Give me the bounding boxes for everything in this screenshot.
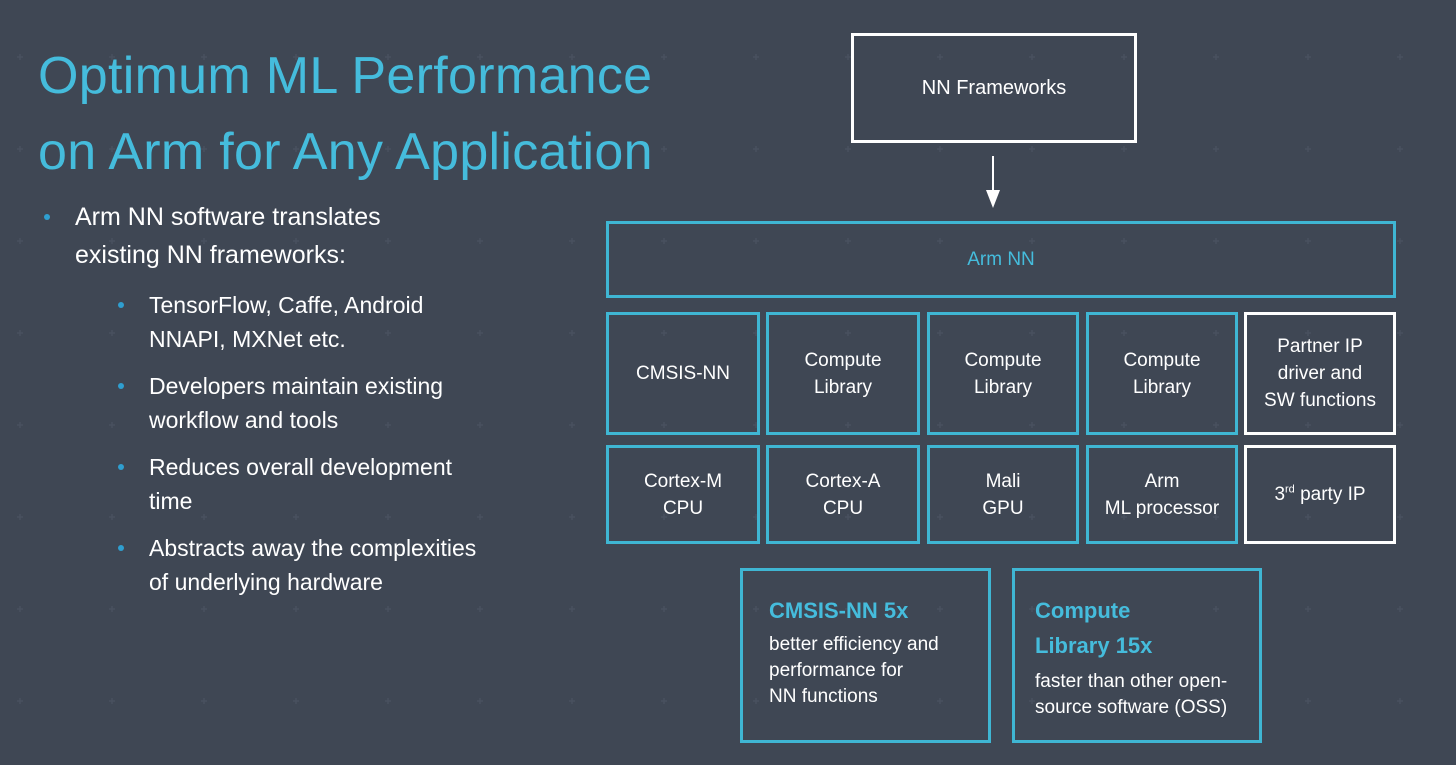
callout-line: NN functions	[769, 686, 878, 707]
callout-heading-line: Compute	[1035, 598, 1131, 623]
box-label: Cortex-A	[805, 470, 881, 492]
callout-line: source software (OSS)	[1035, 697, 1228, 718]
arm-nn-box: Arm NN	[606, 221, 1396, 298]
bullet-list: Arm NN software translates existing NN f…	[40, 198, 560, 612]
cortex-m-box: Cortex-M CPU	[606, 445, 760, 544]
cmsis-nn-performance-callout: CMSIS-NN 5x better efficiency and perfor…	[740, 568, 991, 743]
box-label: ML processor	[1104, 497, 1220, 519]
bullet-dot-icon	[118, 464, 124, 470]
box-label: NN Frameworks	[921, 76, 1067, 99]
callout-heading: CMSIS-NN 5x	[769, 598, 909, 623]
sub-bullet-abstracts: Abstracts away the complexities of under…	[40, 531, 549, 599]
box-label: GPU	[982, 497, 1024, 519]
bullet-text: Reduces overall development	[149, 454, 453, 480]
box-label: CPU	[822, 497, 864, 519]
callout-line: better efficiency and	[769, 634, 939, 655]
callout-text: faster than other open- source software …	[1035, 669, 1235, 721]
box-label: Compute	[1123, 349, 1201, 371]
bullet-text: Arm NN software translates	[75, 203, 381, 231]
callout-text: better efficiency and performance for NN…	[769, 632, 964, 710]
arm-ml-processor-box: Arm ML processor	[1086, 445, 1238, 544]
box-label: Compute	[964, 349, 1042, 371]
box-label: driver and	[1277, 363, 1363, 384]
bullet-text: of underlying hardware	[149, 569, 383, 595]
bullet-dot-icon	[44, 214, 50, 220]
callout-line: performance for	[769, 660, 904, 681]
bullet-dot-icon	[118, 383, 124, 389]
box-label: Compute	[804, 349, 882, 371]
compute-library-performance-callout: Compute Library 15x faster than other op…	[1012, 568, 1262, 743]
bullet-text: existing NN frameworks:	[75, 241, 346, 269]
sub-bullet-frameworks: TensorFlow, Caffe, Android NNAPI, MXNet …	[40, 288, 549, 356]
bullet-text: TensorFlow, Caffe, Android	[149, 292, 424, 318]
bullet-text: Abstracts away the complexities	[149, 535, 477, 561]
title-line-2: on Arm for Any Application	[38, 123, 653, 181]
sub-bullet-list: TensorFlow, Caffe, Android NNAPI, MXNet …	[40, 288, 560, 599]
box-label: 3	[1274, 484, 1286, 505]
box-label: Partner IP	[1277, 336, 1363, 357]
cmsis-nn-box: CMSIS-NN	[606, 312, 760, 435]
box-label: Cortex-M	[643, 470, 723, 492]
bullet-text: Developers maintain existing	[149, 373, 444, 399]
sub-bullet-workflow: Developers maintain existing workflow an…	[40, 369, 549, 437]
partner-ip-box: Partner IP driver and SW functions	[1244, 312, 1396, 435]
box-label: Mali	[985, 470, 1021, 492]
bullet-dot-icon	[118, 302, 124, 308]
bullet-dot-icon	[118, 545, 124, 551]
title-line-1: Optimum ML Performance	[38, 47, 653, 105]
box-label: Arm	[1144, 470, 1180, 492]
cortex-a-box: Cortex-A CPU	[766, 445, 920, 544]
box-label: CPU	[662, 497, 704, 519]
callout-heading: Compute Library 15x	[1035, 593, 1235, 663]
third-party-ip-box: 3rd party IP	[1244, 445, 1396, 544]
bullet-text: time	[149, 488, 193, 514]
callout-heading-line: Library 15x	[1035, 633, 1153, 658]
callout-line: faster than other open-	[1035, 671, 1228, 692]
arrow-down-icon	[986, 156, 1000, 208]
bullet-text: workflow and tools	[149, 407, 339, 433]
ordinal-suffix: rd	[1285, 483, 1295, 496]
sub-bullet-dev-time: Reduces overall development time	[40, 450, 549, 518]
bullet-main: Arm NN software translates existing NN f…	[40, 198, 560, 274]
bullet-text: NNAPI, MXNet etc.	[149, 326, 346, 352]
box-label: Library	[973, 376, 1033, 398]
box-label: CMSIS-NN	[636, 363, 730, 384]
nn-frameworks-box: NN Frameworks	[851, 33, 1137, 143]
box-label: Library	[1132, 376, 1192, 398]
box-label: Library	[813, 376, 873, 398]
box-label: party IP	[1294, 484, 1366, 505]
box-label: SW functions	[1264, 390, 1376, 411]
box-label: Arm NN	[967, 249, 1035, 270]
slide-title: Optimum ML Performance on Arm for Any Ap…	[38, 38, 653, 190]
